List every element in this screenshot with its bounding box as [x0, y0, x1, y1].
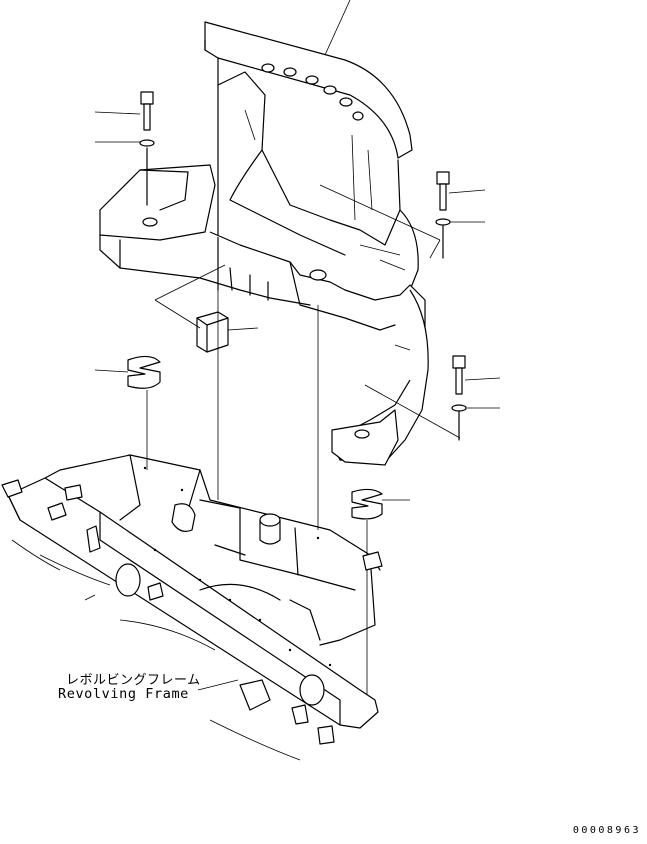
shim-left	[127, 355, 161, 389]
shim-right	[351, 488, 383, 520]
bolt-left	[139, 91, 155, 206]
bolt-right-upper	[435, 171, 451, 259]
frame-label-english: Revolving Frame	[58, 686, 189, 702]
frame-label-japanese: レボルビングフレーム	[66, 673, 201, 688]
bolt-right-lower	[451, 355, 467, 441]
counterweight	[99, 21, 429, 466]
revolving-frame	[1, 454, 383, 761]
document-number: 00008963	[572, 825, 641, 836]
leader-lines	[94, 0, 501, 700]
stopper-block	[196, 311, 229, 353]
